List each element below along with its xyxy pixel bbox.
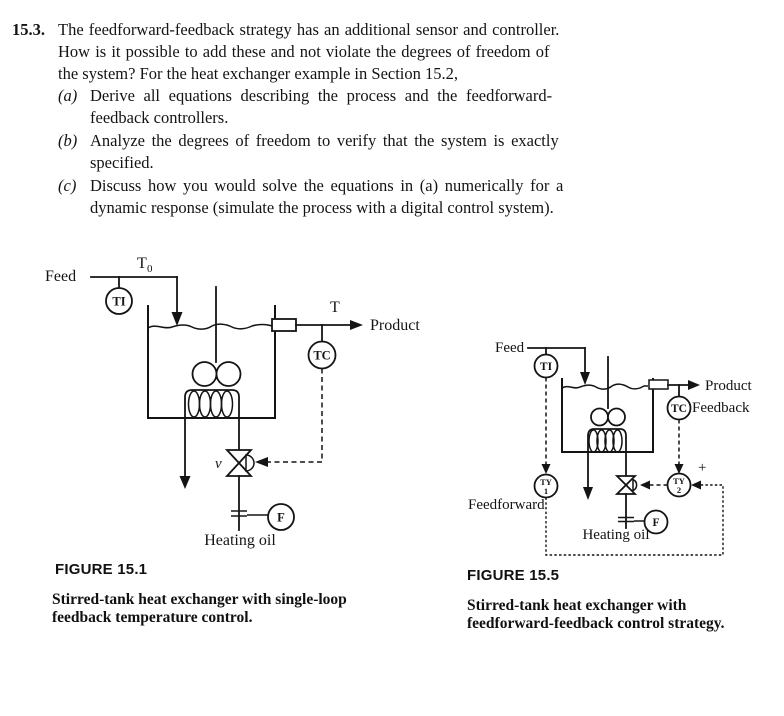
- ti-signal-arrowhead: [541, 464, 551, 474]
- tank-walls: [561, 378, 654, 453]
- figure-15-1-title: FIGURE 15.1: [55, 561, 148, 578]
- impeller-right: [215, 361, 242, 387]
- item-b-line-2: specified.: [90, 153, 154, 172]
- product-arrowhead: [350, 320, 363, 330]
- item-b-line-1: Analyze the degrees of freedom to verify…: [90, 131, 559, 150]
- coil-loop: [588, 429, 599, 453]
- heating-oil-label: Heating oil: [582, 527, 649, 543]
- feedforward-loop-dashed: [545, 484, 724, 556]
- product-label: Product: [705, 378, 752, 394]
- figure-15-5-caption-line-1: Stirred-tank heat exchanger with: [467, 597, 687, 614]
- valve-icon: [224, 449, 254, 477]
- liquid-surface: [147, 323, 273, 330]
- problem-line-2: How is it possible to add these and not …: [58, 42, 550, 61]
- impeller-left: [590, 407, 609, 427]
- figure-15-5-title: FIGURE 15.5: [467, 567, 560, 584]
- outlet-nozzle: [648, 379, 669, 390]
- impeller-left: [191, 361, 218, 387]
- coil-loop: [198, 390, 212, 418]
- heating-coil-pipe: [587, 428, 627, 491]
- feedforward-label: Feedforward: [468, 497, 545, 513]
- oil-outlet-arrowhead: [583, 487, 593, 500]
- ty2-output-arrowhead: [640, 480, 650, 490]
- ty2-text: TY: [673, 476, 685, 486]
- coil-loop: [187, 390, 201, 418]
- valve-label: v: [215, 456, 222, 472]
- flow-instrument-circle: [643, 509, 669, 535]
- flow-text: F: [277, 511, 285, 525]
- item-a-line-2: feedback controllers.: [90, 108, 229, 127]
- feedback-label: Feedback: [692, 400, 750, 416]
- product-arrowhead: [688, 380, 700, 390]
- feed-label: Feed: [45, 268, 76, 285]
- problem-number: 15.3.: [12, 20, 45, 39]
- figure-15-5-caption: Stirred-tank heat exchanger with feedfor…: [467, 597, 725, 633]
- tank-walls: [147, 305, 276, 419]
- oil-outlet-arrowhead: [179, 476, 191, 489]
- feed-arrowhead: [580, 372, 590, 385]
- coil-loop: [220, 390, 234, 418]
- feed-label: Feed: [495, 340, 525, 356]
- ty1-number: 1: [544, 486, 548, 496]
- product-label: Product: [370, 317, 420, 334]
- tc-signal-arrowhead: [255, 457, 268, 467]
- coil-loop: [612, 429, 623, 453]
- valve-icon: [614, 475, 638, 495]
- ti-text: TI: [112, 295, 125, 309]
- liquid-surface: [561, 383, 648, 390]
- ty1-text: TY: [540, 477, 552, 487]
- impeller-right: [607, 407, 626, 427]
- t0-subscript: 0: [147, 263, 153, 275]
- problem-line-3: the system? For the heat exchanger examp…: [58, 64, 459, 83]
- t0-label: T: [137, 255, 147, 272]
- flow-text: F: [652, 517, 659, 529]
- tc-signal-dashed: [268, 368, 323, 463]
- coil-loop: [604, 429, 615, 453]
- valve-actuator-icon: [245, 454, 255, 472]
- t-outlet-label: T: [330, 299, 340, 316]
- coil-loop: [209, 390, 223, 418]
- figure-15-5-diagram: Feed TI Product TC Feedback + T: [468, 340, 752, 556]
- figure-15-1-diagram: Feed T 0 TI T Product TC: [45, 255, 420, 549]
- item-a-label: (a): [58, 86, 78, 105]
- item-a-line-1: Derive all equations describing the proc…: [90, 86, 553, 105]
- item-c-label: (c): [58, 176, 77, 195]
- flow-instrument-circle: [267, 503, 295, 531]
- problem-line-1: The feedforward-feedback strategy has an…: [58, 20, 560, 39]
- ti-instrument-circle: [105, 287, 133, 315]
- figure-15-1-caption: Stirred-tank heat exchanger with single-…: [52, 591, 347, 627]
- figure-15-1-caption-line-2: feedback temperature control.: [52, 609, 253, 626]
- outlet-nozzle: [271, 318, 297, 332]
- figure-15-5-caption-line-2: feedforward-feedback control strategy.: [467, 615, 725, 632]
- figure-15-1-caption-line-1: Stirred-tank heat exchanger with single-…: [52, 591, 347, 608]
- ty2-number: 2: [677, 485, 681, 495]
- tc-signal-arrowhead: [674, 464, 684, 474]
- heating-coil-pipe: [184, 389, 240, 481]
- feed-arrowhead: [171, 312, 183, 326]
- tc-text: TC: [671, 403, 687, 415]
- item-b-label: (b): [58, 131, 78, 150]
- item-c-line-1: Discuss how you would solve the equation…: [90, 176, 564, 195]
- ty2-input-arrowhead: [691, 480, 701, 490]
- coil-loop: [596, 429, 607, 453]
- plus-sign: +: [698, 460, 706, 476]
- ti-text: TI: [540, 361, 553, 373]
- heating-oil-label: Heating oil: [204, 532, 276, 549]
- tc-text: TC: [313, 349, 330, 363]
- valve-actuator-icon: [632, 478, 638, 492]
- item-c-line-2: dynamic response (simulate the process w…: [90, 198, 554, 217]
